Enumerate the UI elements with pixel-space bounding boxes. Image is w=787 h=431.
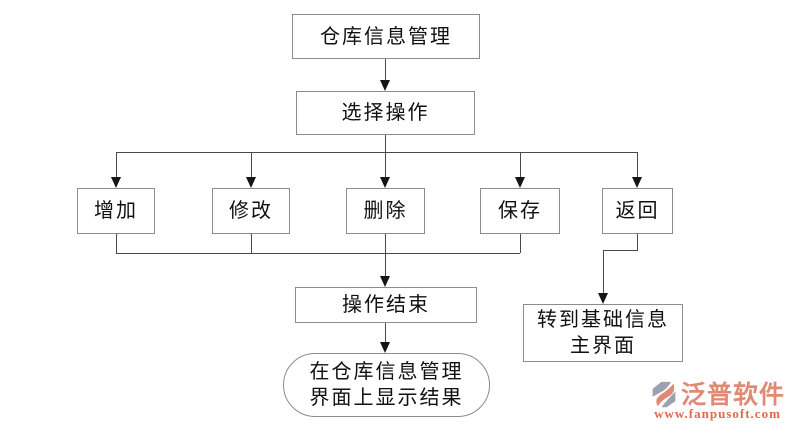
node-operation-end: 操作结束	[295, 287, 477, 323]
arrowhead-icon	[246, 177, 256, 188]
node-label: 删除	[363, 200, 408, 222]
node-display-result: 在仓库信息管理 界面上显示结果	[283, 353, 490, 417]
node-add: 增加	[77, 188, 155, 234]
node-label-line2: 主界面	[570, 335, 636, 357]
node-label-line1: 转到基础信息	[537, 309, 669, 331]
node-label-line1: 在仓库信息管理	[309, 361, 464, 383]
node-goto-basic-info-main: 转到基础信息 主界面	[523, 304, 683, 362]
node-modify: 修改	[212, 188, 290, 234]
node-label: 仓库信息管理	[320, 25, 452, 48]
node-return: 返回	[602, 188, 673, 234]
arrowhead-icon	[380, 80, 390, 91]
edge-branch-add	[116, 152, 117, 178]
edge-select-branch	[385, 135, 386, 152]
arrowhead-icon	[632, 177, 642, 188]
node-label-line2: 界面上显示结果	[309, 387, 464, 409]
edge-save-converge	[520, 234, 521, 253]
arrowhead-icon	[111, 177, 121, 188]
edge-branch-save	[520, 152, 521, 178]
edge-modify-converge	[251, 234, 252, 253]
edge-return-elbow-v1	[637, 234, 638, 250]
node-label: 保存	[498, 200, 542, 222]
arrowhead-icon	[380, 342, 390, 353]
edge-add-converge	[116, 234, 117, 253]
fanpu-logo: 泛普软件 www.fanpusoft.com	[650, 381, 785, 420]
fanpu-logo-icon	[650, 381, 678, 409]
edge-return-elbow-v2	[603, 250, 604, 294]
arrowhead-icon	[380, 177, 390, 188]
node-select-operation: 选择操作	[296, 91, 475, 135]
arrowhead-icon	[380, 276, 390, 287]
node-save: 保存	[480, 188, 560, 234]
edge-branch-return	[637, 152, 638, 178]
node-label: 修改	[229, 200, 273, 222]
node-label: 操作结束	[342, 294, 430, 316]
arrowhead-icon	[515, 177, 525, 188]
edge-main-select	[385, 59, 386, 81]
edge-branch-delete	[385, 152, 386, 178]
node-delete: 删除	[346, 188, 425, 234]
fanpu-brand-text: 泛普软件	[681, 381, 786, 409]
node-label: 增加	[94, 200, 138, 222]
node-label: 返回	[615, 200, 660, 222]
node-warehouse-info-management: 仓库信息管理	[292, 14, 480, 59]
edge-delete-converge	[385, 234, 386, 253]
edge-return-elbow-h	[603, 250, 638, 251]
node-label: 选择操作	[341, 102, 430, 124]
edge-branch-modify	[251, 152, 252, 178]
edge-end-result	[385, 323, 386, 343]
fanpu-url-text: www.fanpusoft.com	[654, 406, 781, 421]
edge-converge-end	[385, 253, 386, 277]
converge-bar	[116, 253, 520, 254]
branch-bar	[116, 152, 638, 153]
arrowhead-icon	[598, 293, 608, 304]
